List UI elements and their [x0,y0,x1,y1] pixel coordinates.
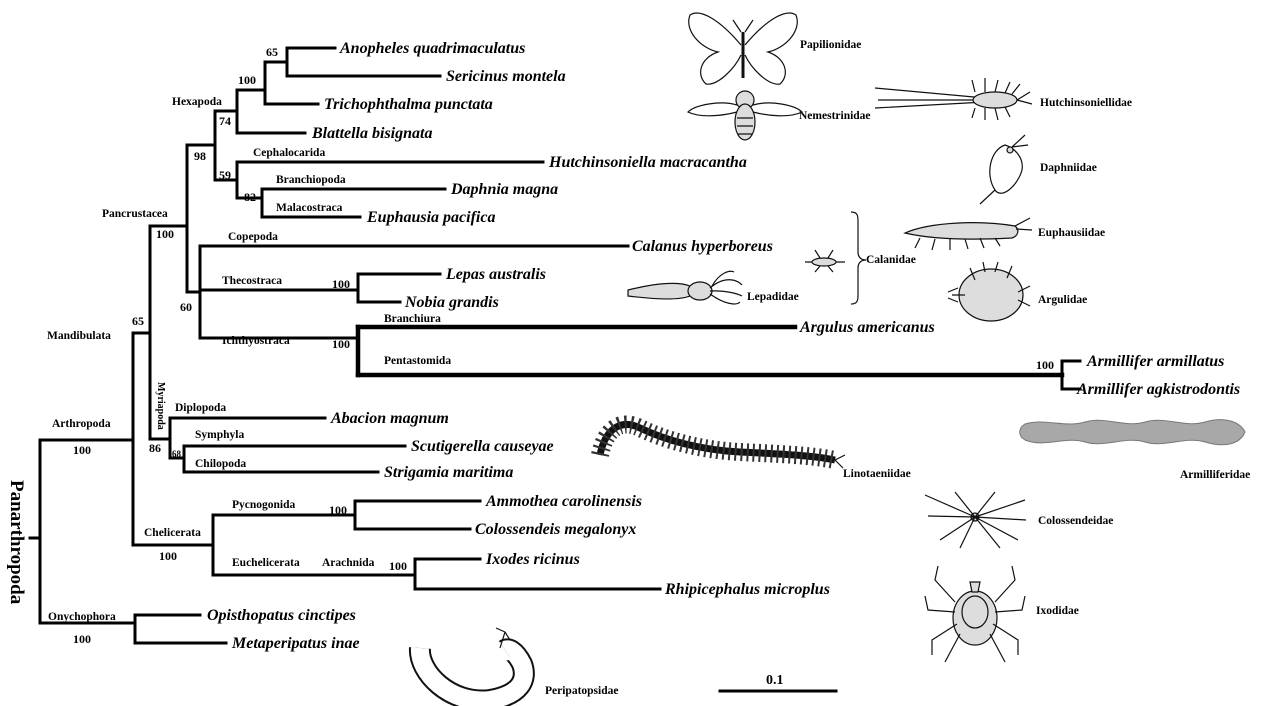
clade-label: Branchiopoda [276,174,346,186]
clade-label: Ichthyostraca [222,335,290,347]
clade-label: Mandibulata [47,330,111,342]
family-label: Daphniidae [1040,162,1097,174]
calanidae-illustration [805,212,866,304]
bootstrap-value: 100 [389,559,407,573]
butterfly-illustration [689,13,798,84]
family-label: Armilliferidae [1180,469,1250,481]
taxon-label: Hutchinsoniella macracantha [548,154,747,171]
bootstrap-value: 98 [194,149,206,163]
sea-spider-illustration [925,492,1026,548]
clade-label: Pancrustacea [102,208,168,220]
krill-illustration [905,218,1032,250]
clade-label: Euchelicerata [232,557,300,569]
bootstrap-value: 100 [73,632,91,646]
clade-label: Diplopoda [175,402,226,414]
clade-label: Cephalocarida [253,147,325,159]
taxon-label: Nobia grandis [404,294,499,311]
clade-label: Onychophora [48,611,116,623]
bootstrap-value: 100 [156,227,174,241]
taxon-label: Colossendeis megalonyx [475,521,636,538]
family-label: Peripatopsidae [545,685,618,697]
bootstrap-value: 100 [1036,358,1054,372]
family-label: Ixodidae [1036,605,1079,617]
taxon-label: Opisthopatus cinctipes [207,607,356,624]
clade-label: Symphyla [195,429,244,441]
hutchinsoniella-illustration [875,78,1032,120]
clade-label: Arachnida [322,557,375,569]
taxon-label: Rhipicephalus microplus [664,581,830,598]
bootstrap-value: 82 [244,190,256,204]
family-label: Lepadidae [747,291,799,303]
fly-illustration [688,91,802,140]
taxon-label: Anopheles quadrimaculatus [339,40,525,57]
scale-bar-label: 0.1 [766,673,784,688]
taxon-label: Ammothea carolinensis [485,493,642,510]
clade-label: Copepoda [228,231,278,243]
taxon-label: Trichophthalma punctata [324,96,493,113]
root-label: Panarthropoda [6,480,27,605]
clade-label: Pentastomida [384,355,451,367]
barnacle-illustration [628,271,742,304]
taxon-label: Daphnia magna [450,181,558,198]
bootstrap-value: 100 [238,73,256,87]
family-label: Papilionidae [800,39,861,51]
taxon-label: Sericinus montela [446,68,566,85]
clade-label: Hexapoda [172,96,222,108]
clade-labels: Hexapoda Cephalocarida Branchiopoda Mala… [47,96,451,623]
centipede-illustration [600,424,845,468]
family-label: Colossendeidae [1038,515,1113,527]
bootstrap-value: 100 [332,277,350,291]
taxon-label: Lepas australis [445,266,546,283]
family-label: Euphausiidae [1038,227,1105,239]
bootstrap-value: 74 [219,114,231,128]
bootstrap-value: 100 [73,443,91,457]
clade-label: Myriapoda [155,382,166,430]
bootstrap-value: 65 [266,45,278,59]
daphnia-illustration [980,135,1028,204]
taxon-label: Scutigerella causeyae [411,438,554,455]
bootstrap-value: 60 [180,300,192,314]
taxon-label: Ixodes ricinus [485,551,580,568]
clade-label: Pycnogonida [232,499,296,511]
clade-label: Malacostraca [276,202,343,214]
clade-label: Arthropoda [52,418,111,430]
tree-branches [30,48,1080,691]
bootstrap-value: 100 [329,503,347,517]
taxon-label: Strigamia maritima [384,464,513,481]
bootstrap-value: 100 [159,549,177,563]
taxon-label: Calanus hyperboreus [632,238,773,255]
family-label: Linotaeniidae [843,468,911,480]
family-label: Nemestrinidae [799,110,871,122]
armillifer-illustration [1020,420,1245,445]
velvet-worm-illustration [420,628,524,701]
taxon-label: Armillifer agkistrodontis [1076,381,1240,398]
taxon-label: Blattella bisignata [311,125,432,142]
clade-label: Branchiura [384,313,441,325]
taxon-label: Euphausia pacifica [366,209,495,226]
clade-label: Chelicerata [144,527,201,539]
clade-label: Thecostraca [222,275,282,287]
taxon-label: Armillifer armillatus [1086,353,1224,370]
taxon-label: Metaperipatus inae [231,635,360,652]
bootstrap-value: 65 [132,314,144,328]
bootstrap-value: 59 [219,168,231,182]
tick-illustration [925,566,1025,662]
taxon-label: Argulus americanus [799,319,935,336]
argulus-illustration [948,262,1030,321]
family-label: Hutchinsoniellidae [1040,97,1132,109]
family-label: Calanidae [866,254,916,266]
bootstrap-value: 100 [332,337,350,351]
taxon-label: Abacion magnum [330,410,449,427]
clade-label: Chilopoda [195,458,246,470]
bootstrap-value: 86 [149,441,161,455]
bootstrap-value: 68 [172,449,182,459]
family-label: Argulidae [1038,294,1087,306]
